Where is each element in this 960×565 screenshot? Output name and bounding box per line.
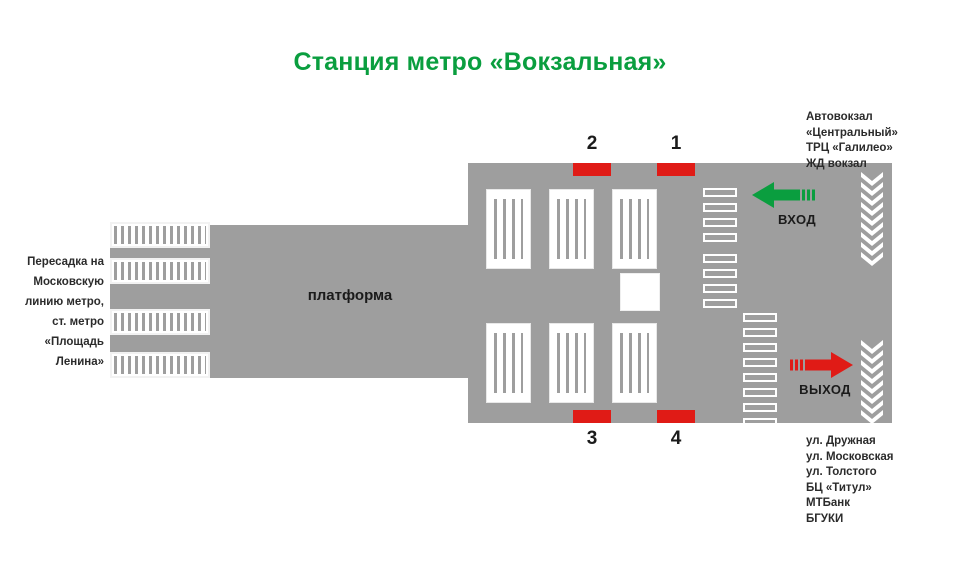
door-marker-1	[657, 163, 695, 176]
door-number-1: 1	[670, 133, 682, 154]
door-number-3: 3	[586, 428, 598, 449]
escalator-top	[861, 172, 883, 272]
turnstile	[703, 269, 737, 278]
door-number-2: 2	[586, 133, 598, 154]
stair-steps	[114, 313, 206, 331]
door-marker-2	[573, 163, 611, 176]
hall-stair-block	[486, 189, 531, 269]
hall-stair-block	[549, 323, 594, 403]
entrance-label: ВХОД	[777, 212, 817, 227]
turnstile	[743, 403, 777, 412]
stair-steps	[494, 199, 523, 259]
turnstile	[703, 218, 737, 227]
stair-steps	[557, 199, 586, 259]
transfer-note: Пересадка на Московскую линию метро, ст.…	[24, 256, 104, 368]
stair-steps	[620, 199, 649, 259]
turnstile	[743, 328, 777, 337]
turnstile	[743, 388, 777, 397]
turnstile	[743, 373, 777, 382]
turnstile	[703, 203, 737, 212]
center-kiosk	[620, 273, 660, 311]
turnstile	[703, 188, 737, 197]
hall-stair-block	[612, 323, 657, 403]
exit-label: ВЫХОД	[799, 382, 851, 397]
escalator-bottom	[861, 340, 883, 430]
door-marker-4	[657, 410, 695, 423]
stair-steps	[557, 333, 586, 393]
turnstile	[743, 418, 777, 427]
station-hall	[468, 163, 892, 423]
hall-stair-block	[486, 323, 531, 403]
stair-steps	[114, 226, 206, 244]
exit-arrow-icon	[790, 350, 880, 380]
hall-stair-block	[549, 189, 594, 269]
turnstile	[703, 254, 737, 263]
turnstile	[743, 313, 777, 322]
turnstile	[743, 343, 777, 352]
top-right-destinations-note: Автовокзал «Центральный» ТРЦ «Галилео» Ж…	[806, 111, 898, 170]
chevron-down-icon	[861, 172, 883, 266]
turnstile	[703, 233, 737, 242]
door-marker-3	[573, 410, 611, 423]
transfer-stair-bar	[110, 352, 210, 378]
stair-steps	[620, 333, 649, 393]
platform-label: платформа	[307, 287, 393, 304]
stair-steps	[114, 262, 206, 280]
bottom-right-destinations-note: ул. Дружная ул. Московская ул. Толстого …	[806, 435, 894, 525]
transfer-stair-bar	[110, 258, 210, 284]
page-title: Станция метро «Вокзальная»	[293, 48, 667, 76]
turnstile	[703, 299, 737, 308]
door-number-4: 4	[670, 428, 682, 449]
stair-steps	[114, 356, 206, 374]
turnstile	[703, 284, 737, 293]
stair-steps	[494, 333, 523, 393]
transfer-stair-bar	[110, 222, 210, 248]
chevron-down-icon	[861, 340, 883, 424]
hall-stair-block	[612, 189, 657, 269]
entrance-arrow-icon	[752, 180, 842, 210]
turnstile	[743, 358, 777, 367]
transfer-stair-bar	[110, 309, 210, 335]
